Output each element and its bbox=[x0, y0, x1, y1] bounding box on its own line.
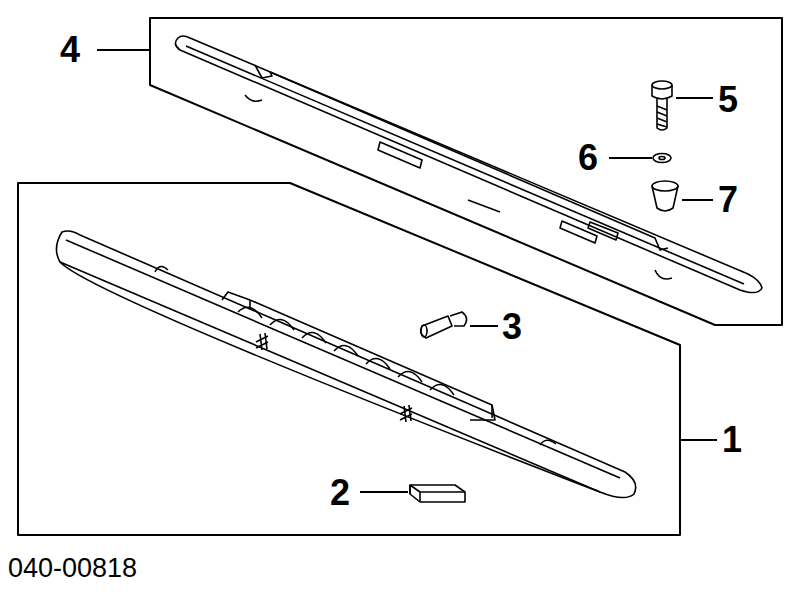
diagram-code: 040-00818 bbox=[8, 555, 137, 582]
bulb-drawing bbox=[421, 312, 467, 338]
callout-number: 4 bbox=[60, 32, 80, 68]
leader-line bbox=[609, 157, 652, 159]
leader-line bbox=[676, 97, 713, 99]
callout-number: 6 bbox=[578, 140, 598, 176]
callout-number: 7 bbox=[718, 182, 738, 218]
bolt-drawing bbox=[652, 81, 672, 130]
callout-number: 5 bbox=[718, 82, 738, 118]
leader-line bbox=[97, 49, 150, 51]
lamp-drawing bbox=[56, 231, 635, 498]
clip-nut-drawing bbox=[652, 181, 678, 211]
leader-line bbox=[682, 199, 713, 201]
group-frame bbox=[18, 183, 680, 535]
callout-number: 1 bbox=[722, 422, 742, 458]
leader-line bbox=[680, 439, 717, 441]
callout-number: 3 bbox=[502, 309, 522, 345]
pad-drawing bbox=[410, 485, 465, 502]
washer-drawing bbox=[653, 154, 671, 163]
leader-line bbox=[470, 325, 498, 327]
group-frame bbox=[150, 18, 782, 325]
leader-line bbox=[360, 491, 408, 493]
callout-number: 2 bbox=[330, 475, 350, 511]
bracket-drawing bbox=[175, 36, 762, 293]
